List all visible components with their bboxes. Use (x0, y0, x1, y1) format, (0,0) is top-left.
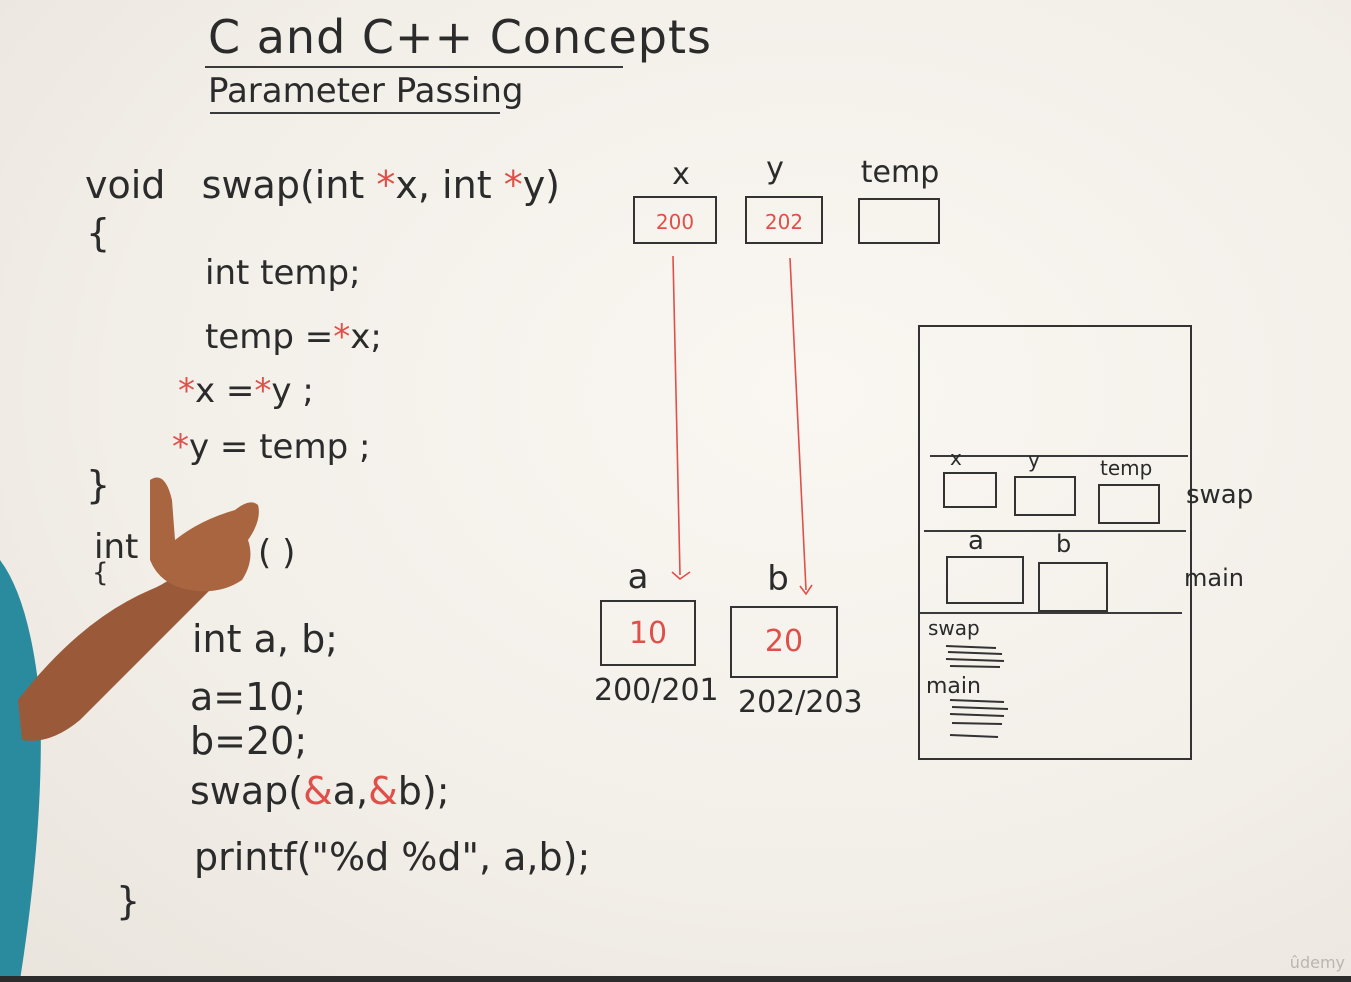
code-param-y: y) (522, 163, 561, 207)
code-close-brace: } (86, 463, 111, 507)
var-y-label: y (766, 151, 784, 186)
page-title: C and C++ Concepts (208, 10, 712, 64)
mem-code-main-label: main (926, 674, 981, 699)
stack-divider-bottom (920, 612, 1182, 614)
code-main-open: { (92, 558, 109, 588)
code-swap-name: swap(int (201, 163, 377, 207)
code-decl-ab: int a, b; (192, 617, 338, 661)
pointer-arrow-x (671, 255, 691, 581)
pointer-arrow-y (789, 257, 813, 596)
code-main-parens: ( ) (258, 533, 296, 573)
var-temp-box (858, 198, 940, 244)
var-b-label: b (767, 559, 789, 599)
mem-b-box (1038, 562, 1108, 612)
var-b-box: 20 (730, 606, 838, 678)
code-y-assign: *y = temp ; (172, 430, 370, 464)
mem-y-label: y (1028, 448, 1040, 472)
var-b-address: 202/203 (738, 685, 863, 720)
mem-code-swap-label: swap (928, 616, 980, 640)
mem-x-box (943, 472, 997, 508)
var-y-box: 202 (745, 196, 823, 244)
code-text: a, (332, 769, 369, 813)
code-amp: & (368, 769, 398, 813)
code-a-assign: a=10; (190, 675, 307, 719)
code-text: y ; (271, 371, 314, 411)
code-swap-signature: void swap(int *x, int *y) (85, 166, 560, 204)
mem-x-label: x (950, 446, 962, 470)
code-void: void (85, 163, 166, 207)
code-text: x; (350, 317, 382, 357)
code-b-assign: b=20; (190, 719, 308, 763)
code-star: * (503, 163, 523, 207)
code-star: * (333, 317, 351, 357)
mem-temp-label: temp (1100, 456, 1153, 480)
code-x-assign: *x =*y ; (178, 374, 314, 408)
code-swap-call: swap(&a,&b); (190, 772, 450, 810)
var-a-value: 10 (628, 616, 668, 651)
var-a-label: a (627, 557, 649, 597)
var-a-box: 10 (600, 600, 696, 666)
code-section-scribbles (945, 645, 1009, 738)
mem-temp-box (1098, 484, 1160, 524)
mem-main-frame-label: main (1184, 564, 1244, 592)
code-text: swap( (190, 769, 304, 813)
code-printf: printf("%d %d", a,b); (194, 835, 591, 879)
code-open-brace: { (86, 211, 111, 255)
code-text: y = temp ; (189, 427, 371, 467)
code-star: * (172, 427, 189, 467)
mem-y-box (1014, 476, 1076, 516)
watermark-logo: ûdemy (1289, 953, 1345, 972)
code-main-close: } (116, 879, 141, 923)
var-b-value: 20 (764, 624, 804, 659)
mem-a-box (946, 556, 1024, 604)
mem-swap-frame-label: swap (1186, 480, 1254, 510)
code-text: temp = (205, 317, 334, 357)
page-subtitle: Parameter Passing (208, 71, 524, 111)
code-text: b); (397, 769, 450, 813)
code-star: * (178, 371, 195, 411)
code-param-x: x, int (395, 163, 504, 207)
var-x-box: 200 (633, 196, 717, 244)
var-x-value: 200 (655, 210, 695, 234)
memory-diagram (918, 325, 1192, 760)
title-underline (205, 66, 623, 68)
video-bottom-bar (0, 976, 1351, 982)
var-temp-label: temp (860, 155, 940, 190)
code-temp-assign: temp =*x; (205, 320, 382, 354)
code-star: * (254, 371, 272, 411)
code-text: x = (195, 371, 255, 411)
presenter (0, 477, 259, 982)
code-int-temp: int temp; (205, 253, 361, 293)
mem-b-label: b (1056, 530, 1072, 558)
subtitle-underline (210, 112, 500, 114)
code-main-int: int (94, 527, 139, 567)
code-star: * (376, 163, 396, 207)
mem-a-label: a (968, 526, 984, 556)
var-y-value: 202 (764, 210, 804, 234)
stack-divider-top (930, 455, 1188, 457)
stack-divider-middle (924, 530, 1186, 532)
code-amp: & (303, 769, 333, 813)
var-x-label: x (672, 157, 690, 192)
var-a-address: 200/201 (594, 673, 719, 708)
